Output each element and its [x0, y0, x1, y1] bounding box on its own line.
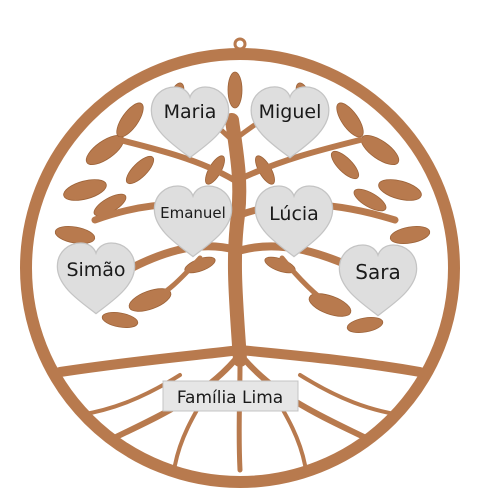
heart-simao: Simão — [56, 242, 136, 315]
heart-miguel: Miguel — [250, 86, 330, 159]
tree-roots — [55, 344, 425, 473]
heart-maria: Maria — [150, 86, 230, 159]
outer-ring — [20, 48, 460, 488]
heart-emanuel: Emanuel — [153, 185, 233, 258]
heart-lucia: Lúcia — [254, 185, 334, 258]
heart-label-miguel: Miguel — [259, 101, 322, 123]
heart-label-simao: Simão — [66, 259, 125, 281]
heart-label-lucia: Lúcia — [269, 203, 319, 225]
family-name-plaque: Família Lima — [162, 380, 299, 412]
plaque-text: Família Lima — [177, 388, 283, 408]
hanging-loop — [233, 37, 247, 51]
heart-sara: Sara — [338, 244, 418, 317]
heart-label-emanuel: Emanuel — [160, 204, 226, 222]
heart-label-maria: Maria — [164, 101, 217, 123]
heart-label-sara: Sara — [355, 260, 400, 284]
tree-branches — [91, 92, 399, 367]
